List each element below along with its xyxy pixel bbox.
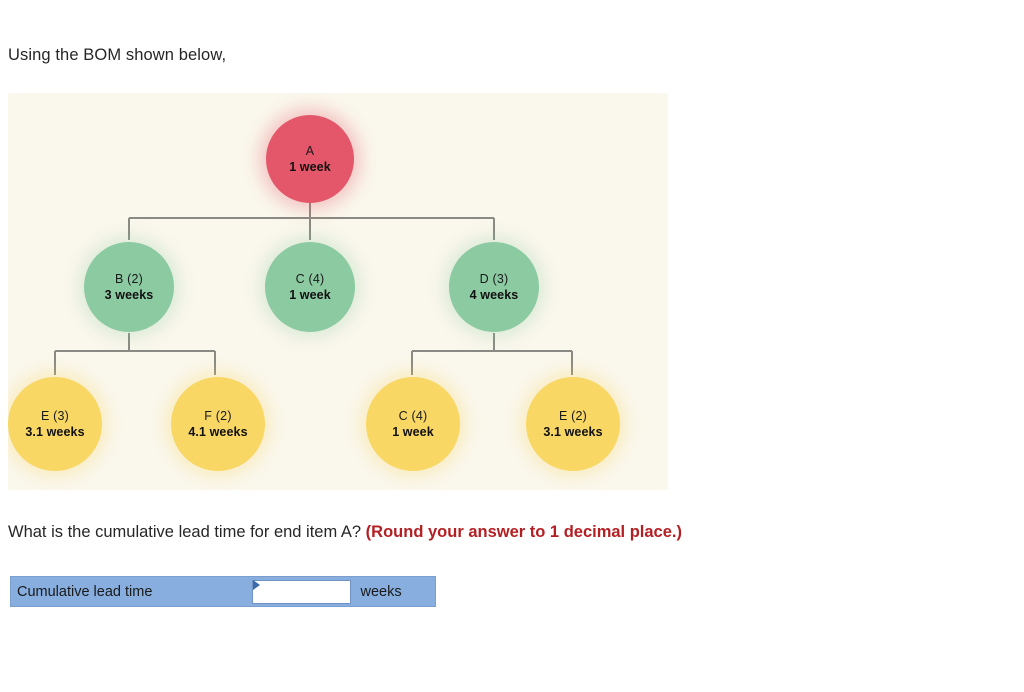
bom-diagram-panel: A 1 week B (2) 3 weeks C (4) 1 week D (3… bbox=[8, 93, 668, 490]
bom-node-f: F (2) 4.1 weeks bbox=[171, 377, 265, 471]
answer-label: Cumulative lead time bbox=[17, 583, 153, 600]
bom-diagram-canvas: A 1 week B (2) 3 weeks C (4) 1 week D (3… bbox=[8, 93, 668, 490]
answer-input-cell[interactable] bbox=[249, 577, 354, 607]
bom-node-e-right: E (2) 3.1 weeks bbox=[526, 377, 620, 471]
answer-row: Cumulative lead time weeks bbox=[11, 577, 436, 607]
bom-node-d: D (3) 4 weeks bbox=[449, 242, 539, 332]
bom-connector-lines bbox=[54, 185, 573, 375]
bom-node-e-left-code: E (3) bbox=[40, 408, 70, 423]
bom-node-d-lead: 4 weeks bbox=[469, 287, 519, 302]
answer-label-cell: Cumulative lead time bbox=[11, 577, 249, 607]
bom-node-c-level1: C (4) 1 week bbox=[265, 242, 355, 332]
bom-node-a: A 1 week bbox=[266, 115, 354, 203]
answer-unit-cell: weeks bbox=[354, 577, 436, 607]
bom-node-e-left: E (3) 3.1 weeks bbox=[8, 377, 102, 471]
bom-node-e-left-lead: 3.1 weeks bbox=[25, 424, 85, 439]
bom-node-e-right-lead: 3.1 weeks bbox=[543, 424, 603, 439]
intro-text: Using the BOM shown below, bbox=[8, 46, 227, 64]
bom-node-b-code: B (2) bbox=[114, 271, 144, 286]
bom-node-b-lead: 3 weeks bbox=[104, 287, 154, 302]
answer-unit-label: weeks bbox=[360, 583, 402, 600]
bom-node-c-level2-lead: 1 week bbox=[392, 424, 434, 439]
bom-node-d-code: D (3) bbox=[479, 271, 509, 286]
cumulative-lead-time-input[interactable] bbox=[251, 579, 351, 604]
bom-node-a-lead: 1 week bbox=[289, 159, 331, 174]
bom-node-f-lead: 4.1 weeks bbox=[188, 424, 248, 439]
bom-node-c-level1-code: C (4) bbox=[295, 271, 325, 286]
bom-node-a-code: A bbox=[305, 143, 315, 158]
bom-node-e-right-code: E (2) bbox=[558, 408, 588, 423]
answer-table: Cumulative lead time weeks bbox=[10, 576, 436, 607]
bom-node-c-level2-code: C (4) bbox=[398, 408, 428, 423]
bom-node-f-code: F (2) bbox=[204, 408, 232, 423]
bom-node-b: B (2) 3 weeks bbox=[84, 242, 174, 332]
question-text: What is the cumulative lead time for end… bbox=[8, 521, 682, 543]
question-text-emphasis: (Round your answer to 1 decimal place.) bbox=[365, 523, 682, 541]
question-text-plain: What is the cumulative lead time for end… bbox=[8, 523, 366, 541]
bom-node-c-level1-lead: 1 week bbox=[289, 287, 331, 302]
bom-node-c-level2: C (4) 1 week bbox=[366, 377, 460, 471]
